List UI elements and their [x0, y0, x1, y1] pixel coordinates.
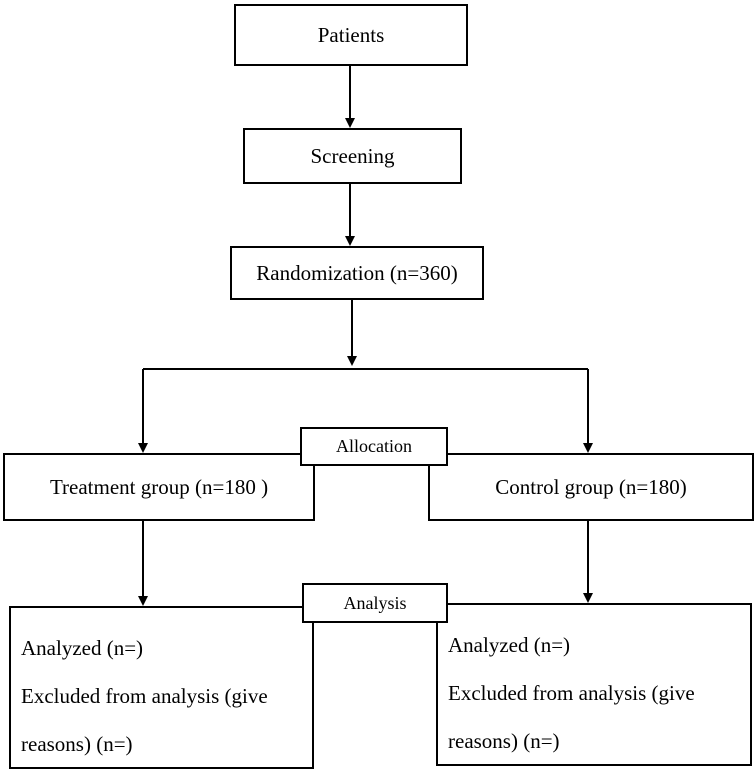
allocation-box: Allocation	[300, 427, 448, 466]
patients-box: Patients	[234, 4, 468, 66]
screening-label: Screening	[310, 143, 395, 168]
control-excluded-text-line1: Excluded from analysis (give	[448, 681, 695, 705]
allocation-label: Allocation	[336, 436, 412, 456]
randomization-box: Randomization (n=360)	[230, 246, 484, 300]
treatment-excluded-text-line2: reasons) (n=)	[21, 732, 133, 756]
control-analyzed-text: Analyzed (n=)	[448, 633, 571, 657]
control-group-box: Control group (n=180)	[428, 453, 754, 521]
analysis-box: Analysis	[302, 583, 448, 623]
randomization-label: Randomization (n=360)	[256, 260, 458, 285]
analysis-label: Analysis	[343, 592, 407, 613]
screening-box: Screening	[243, 128, 462, 184]
treatment-analyzed-text: Analyzed (n=)	[21, 636, 144, 660]
patients-label: Patients	[317, 22, 385, 47]
control-group-label: Control group (n=180)	[495, 474, 687, 499]
control-excluded-text-line2: reasons) (n=)	[448, 729, 560, 753]
control-analysis-box: Analyzed (n=) Excluded from analysis (gi…	[436, 603, 752, 766]
treatment-excluded-text-line1: Excluded from analysis (give	[21, 684, 268, 708]
treatment-group-label: Treatment group (n=180 )	[49, 474, 269, 499]
treatment-analysis-box: Analyzed (n=) Excluded from analysis (gi…	[9, 606, 314, 769]
treatment-group-box: Treatment group (n=180 )	[3, 453, 315, 521]
